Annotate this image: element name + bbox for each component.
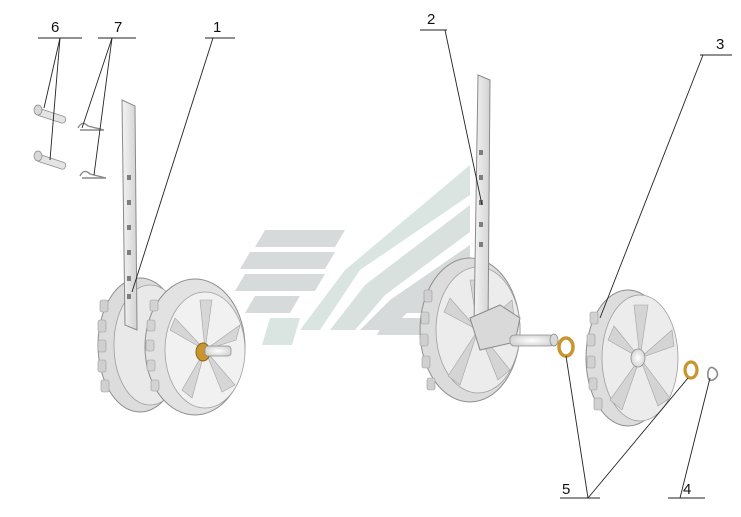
r-clips	[77, 122, 107, 179]
callout-4: 4	[683, 481, 691, 498]
wheel-spokes	[169, 299, 241, 399]
tread-blocks	[419, 289, 436, 391]
tread-blocks	[97, 299, 110, 393]
leader-lines	[38, 29, 732, 499]
spring-clip	[707, 366, 719, 382]
plate-holes	[479, 150, 483, 247]
bushing-right	[683, 360, 699, 380]
callout-5: 5	[562, 481, 570, 498]
right-wheel	[585, 289, 679, 427]
bracket-arm	[469, 304, 521, 351]
callout-6: 6	[51, 19, 59, 36]
center-wheel-assembly	[419, 74, 559, 403]
callout-2: 2	[427, 11, 435, 28]
mounting-plate	[121, 99, 138, 331]
axle	[204, 345, 232, 357]
tread-blocks	[586, 311, 603, 411]
bushing-left	[557, 336, 575, 358]
pin-upper	[33, 104, 67, 124]
pins	[33, 104, 67, 170]
callout-3: 3	[716, 36, 724, 53]
tread-blocks	[145, 299, 160, 392]
r-clip-lower	[79, 170, 107, 179]
pin-lower	[33, 150, 67, 170]
wheel-spokes	[607, 304, 675, 411]
plate-holes	[127, 175, 131, 299]
callout-7: 7	[114, 19, 122, 36]
axle-shaft	[509, 334, 555, 347]
wheel-hub	[630, 348, 646, 368]
callout-1: 1	[213, 19, 221, 36]
left-wheel-assembly	[97, 99, 246, 416]
